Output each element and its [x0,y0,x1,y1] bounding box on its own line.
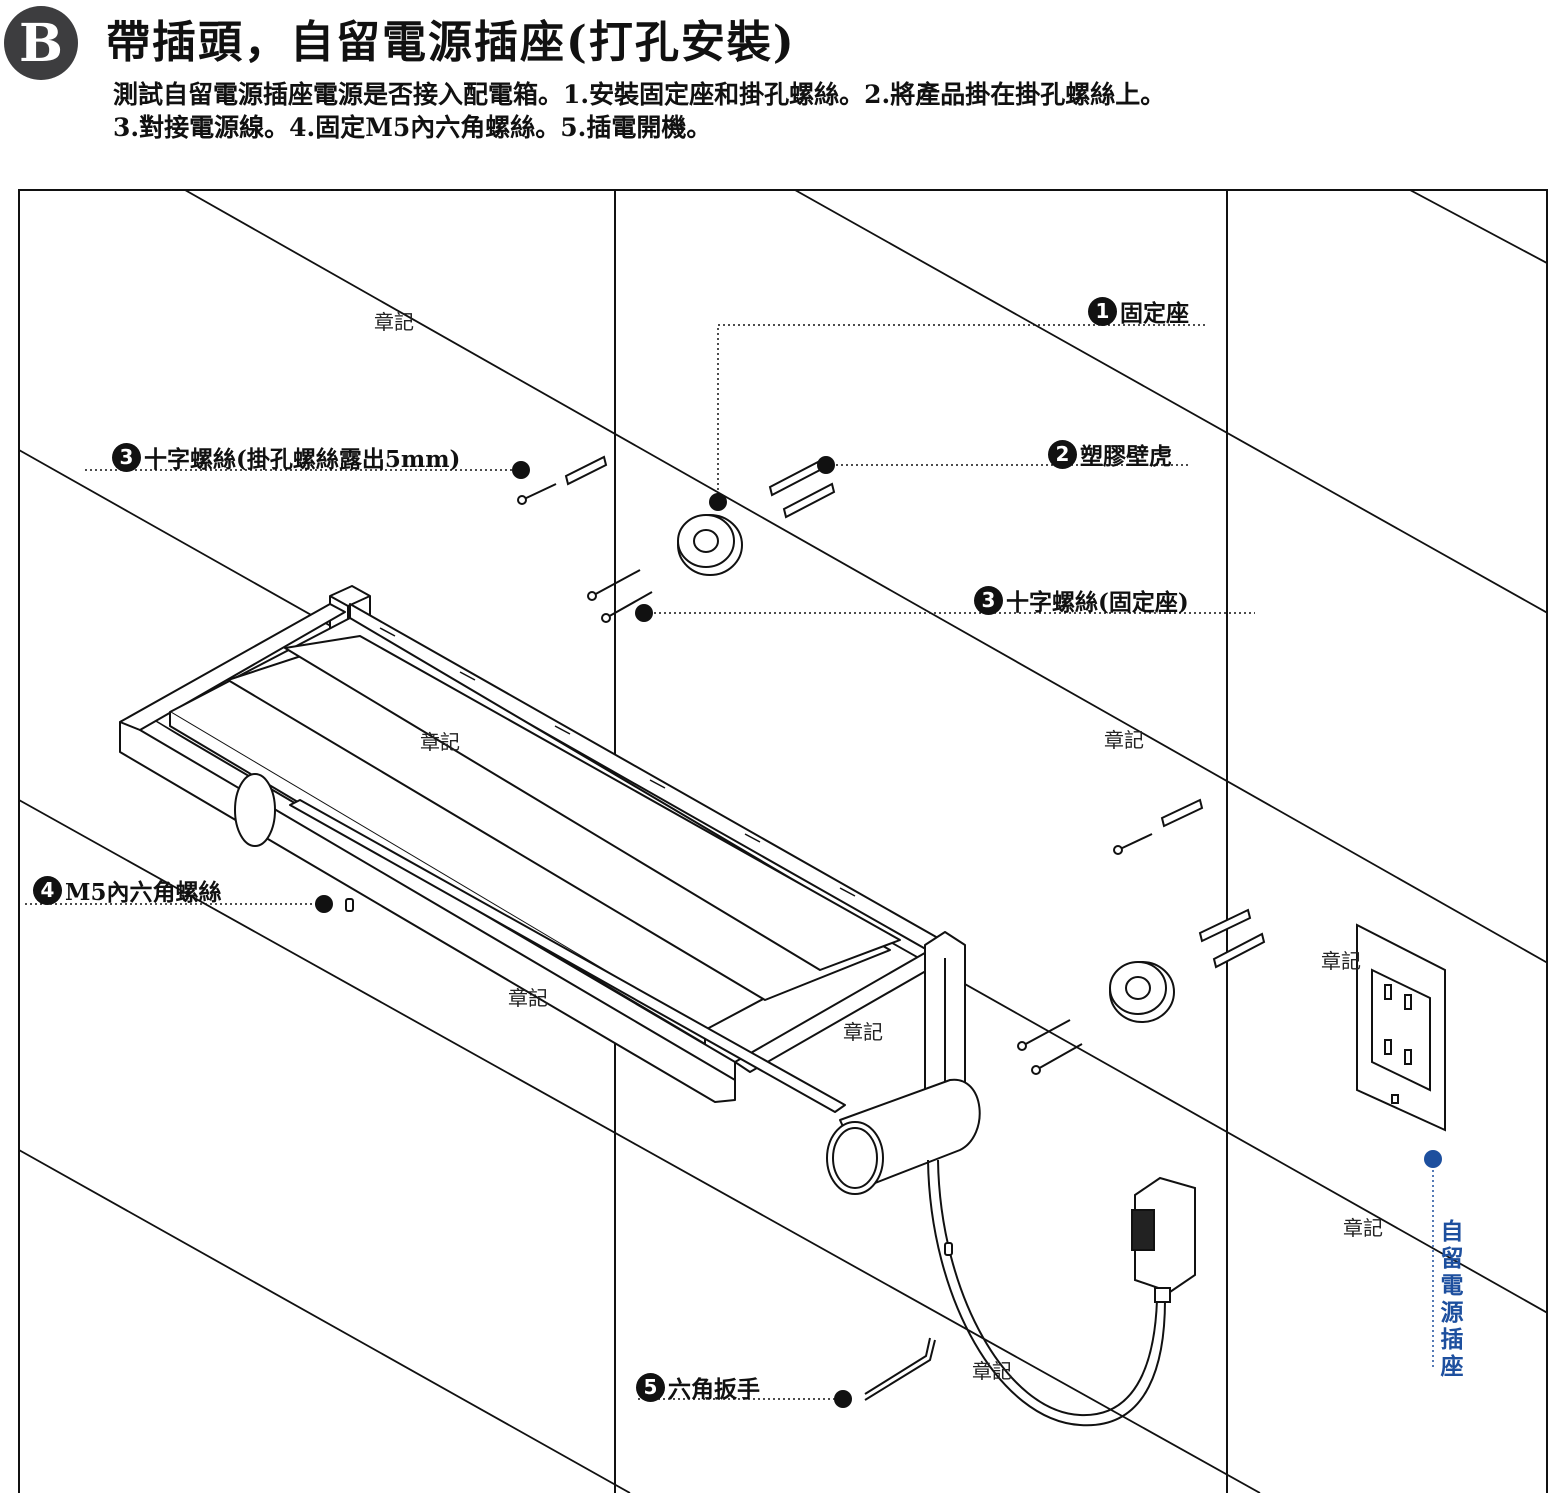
outlet-label: 自留電源插座 [1440,1218,1464,1380]
watermark: 章記 [420,730,460,754]
plug [1131,1176,1196,1303]
callout-text: 塑膠壁虎 [1080,443,1172,470]
watermark: 章記 [374,310,414,334]
instructions: 測試自留電源插座電源是否接入配電箱。1.安裝固定座和掛孔螺絲。2.將產品掛在掛孔… [113,78,1165,144]
callout-text: 六角扳手 [668,1376,760,1403]
instructions-line-1: 測試自留電源插座電源是否接入配電箱。1.安裝固定座和掛孔螺絲。2.將產品掛在掛孔… [113,80,1166,109]
watermark: 章記 [1321,949,1361,973]
towel-rack [119,585,981,1195]
wall-outlet [1356,923,1446,1132]
leader-lines [25,324,1434,1400]
watermark: 章記 [972,1359,1012,1383]
callout-number: 2 [1048,439,1077,469]
callout-number: 3 [974,585,1003,615]
page-title: 帶插頭，自留電源插座(打孔安裝) [106,17,796,68]
callout-text: M5內六角螺絲 [65,879,222,906]
watermark: 章記 [508,986,548,1010]
watermark: 章記 [1104,728,1144,752]
instructions-line-2: 3.對接電源線。4.固定M5內六角螺絲。5.插電開機。 [113,113,712,142]
callout-number: 4 [33,875,62,905]
watermark: 章記 [1343,1216,1383,1240]
screws-anchors [345,455,1266,1256]
callout-text: 十字螺絲(掛孔螺絲露出5mm) [144,446,461,473]
leader-dots [315,456,1442,1408]
callout-number: 5 [636,1372,665,1402]
callout-text: 固定座 [1120,300,1189,327]
section-badge: B [4,6,78,80]
callout-number: 1 [1088,296,1117,326]
watermark: 章記 [843,1020,883,1044]
power-cord [927,1159,1166,1427]
callout-text: 十字螺絲(固定座) [1006,589,1189,616]
mounting-bases [677,514,1175,1023]
callout-cross-screw-base: 3 十字螺絲(固定座) [974,583,1189,617]
hex-wrench [864,1337,936,1401]
callout-number: 3 [112,442,141,472]
